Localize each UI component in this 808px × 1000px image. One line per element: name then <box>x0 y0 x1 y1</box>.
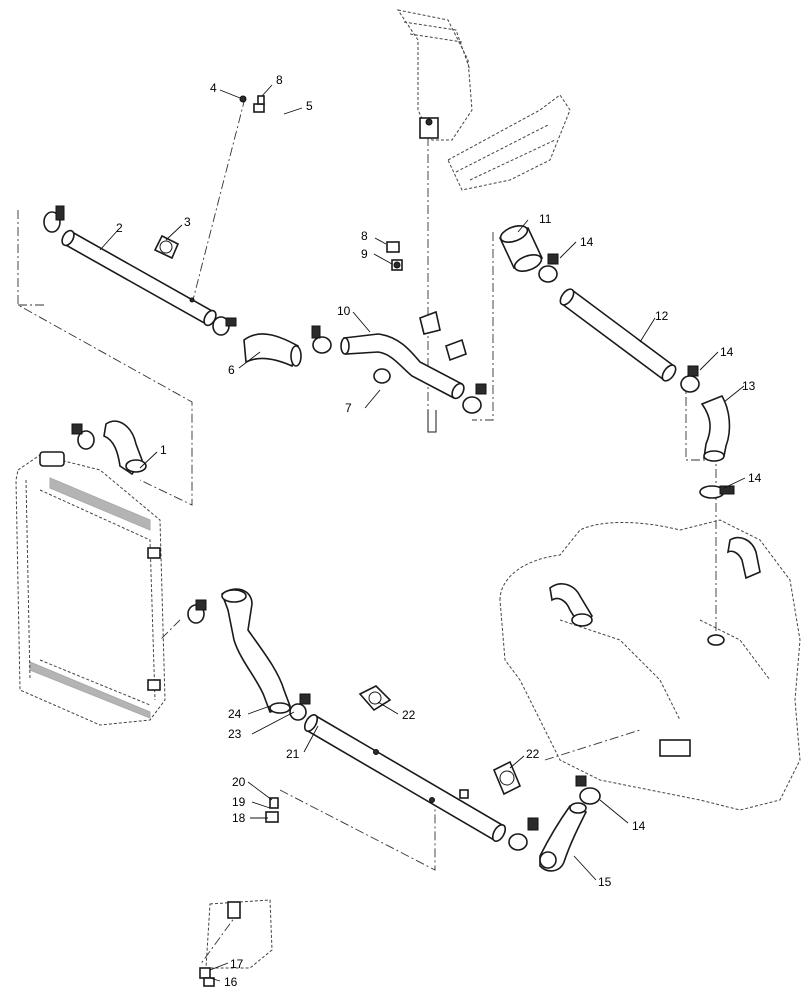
callout-11: 11 <box>539 212 552 226</box>
callout-18: 18 <box>232 811 246 825</box>
clamp-24 <box>187 599 207 624</box>
clamp-22-top <box>358 685 392 712</box>
hose-13 <box>700 394 731 462</box>
hose-1 <box>103 420 147 476</box>
clamp-7 <box>373 368 391 384</box>
callout-10: 10 <box>337 304 351 318</box>
hose-5 <box>239 95 404 241</box>
clamp-6-10 <box>311 325 332 354</box>
callout-17: 17 <box>230 957 244 971</box>
callout-5: 5 <box>306 99 313 113</box>
callout-16: 16 <box>224 975 238 989</box>
callout-4: 4 <box>210 81 217 95</box>
callout-labels: 1 2 3 4 5 6 7 8 8 9 10 11 12 13 14 14 14… <box>116 73 762 989</box>
frame-bracket <box>396 9 571 191</box>
pipe-2 <box>61 229 217 327</box>
bracket-bottom <box>199 899 273 987</box>
callout-22-b: 22 <box>526 747 540 761</box>
hose-18 <box>248 797 279 897</box>
callout-14-b: 14 <box>720 345 734 359</box>
pipe-21 <box>303 714 507 842</box>
clamp-14-low <box>699 485 735 499</box>
callout-19: 19 <box>232 795 246 809</box>
clamp-22-mid <box>492 760 522 796</box>
callout-6: 6 <box>228 363 235 377</box>
clamp-14-mid <box>680 365 700 393</box>
callout-14-c: 14 <box>748 471 762 485</box>
callout-2: 2 <box>116 221 123 235</box>
pipe-12 <box>559 288 677 382</box>
callout-14-a: 14 <box>580 235 594 249</box>
callout-14-d: 14 <box>632 819 646 833</box>
clamp-3 <box>153 234 180 260</box>
callout-12: 12 <box>655 309 669 323</box>
engine-outline <box>499 519 801 811</box>
assembly-lines <box>17 97 717 966</box>
clamp-14-top <box>538 253 559 283</box>
callout-1: 1 <box>160 443 167 457</box>
pipe-10 <box>340 333 465 400</box>
callout-9: 9 <box>361 247 368 261</box>
callout-22-a: 22 <box>402 708 416 722</box>
callout-20: 20 <box>232 775 246 789</box>
clamp-top-left <box>43 205 65 233</box>
clamp-14-bottom <box>575 775 601 805</box>
sensor-line <box>427 410 437 433</box>
hose-11 <box>498 225 544 272</box>
callout-8-top: 8 <box>276 73 283 87</box>
callout-21: 21 <box>286 747 300 761</box>
hose-24 <box>221 588 292 714</box>
clamp-23 <box>289 693 311 721</box>
clamp-1 <box>71 423 95 450</box>
hose-6 <box>243 333 302 368</box>
callout-15: 15 <box>598 875 612 889</box>
callout-13: 13 <box>742 379 756 393</box>
bracket-mid <box>419 310 467 362</box>
clamp-pair-10 <box>462 383 487 414</box>
callout-23: 23 <box>228 727 242 741</box>
clamp-pair-2-6 <box>212 316 237 336</box>
leader-lines <box>99 84 746 982</box>
clamp-21-end <box>508 817 539 851</box>
callout-24: 24 <box>228 707 242 721</box>
callout-8-mid: 8 <box>361 229 368 243</box>
fitting-8-9 <box>386 241 403 271</box>
callout-7: 7 <box>345 401 352 415</box>
callout-3: 3 <box>184 215 191 229</box>
hose-15 <box>539 802 588 872</box>
radiator <box>15 451 166 726</box>
